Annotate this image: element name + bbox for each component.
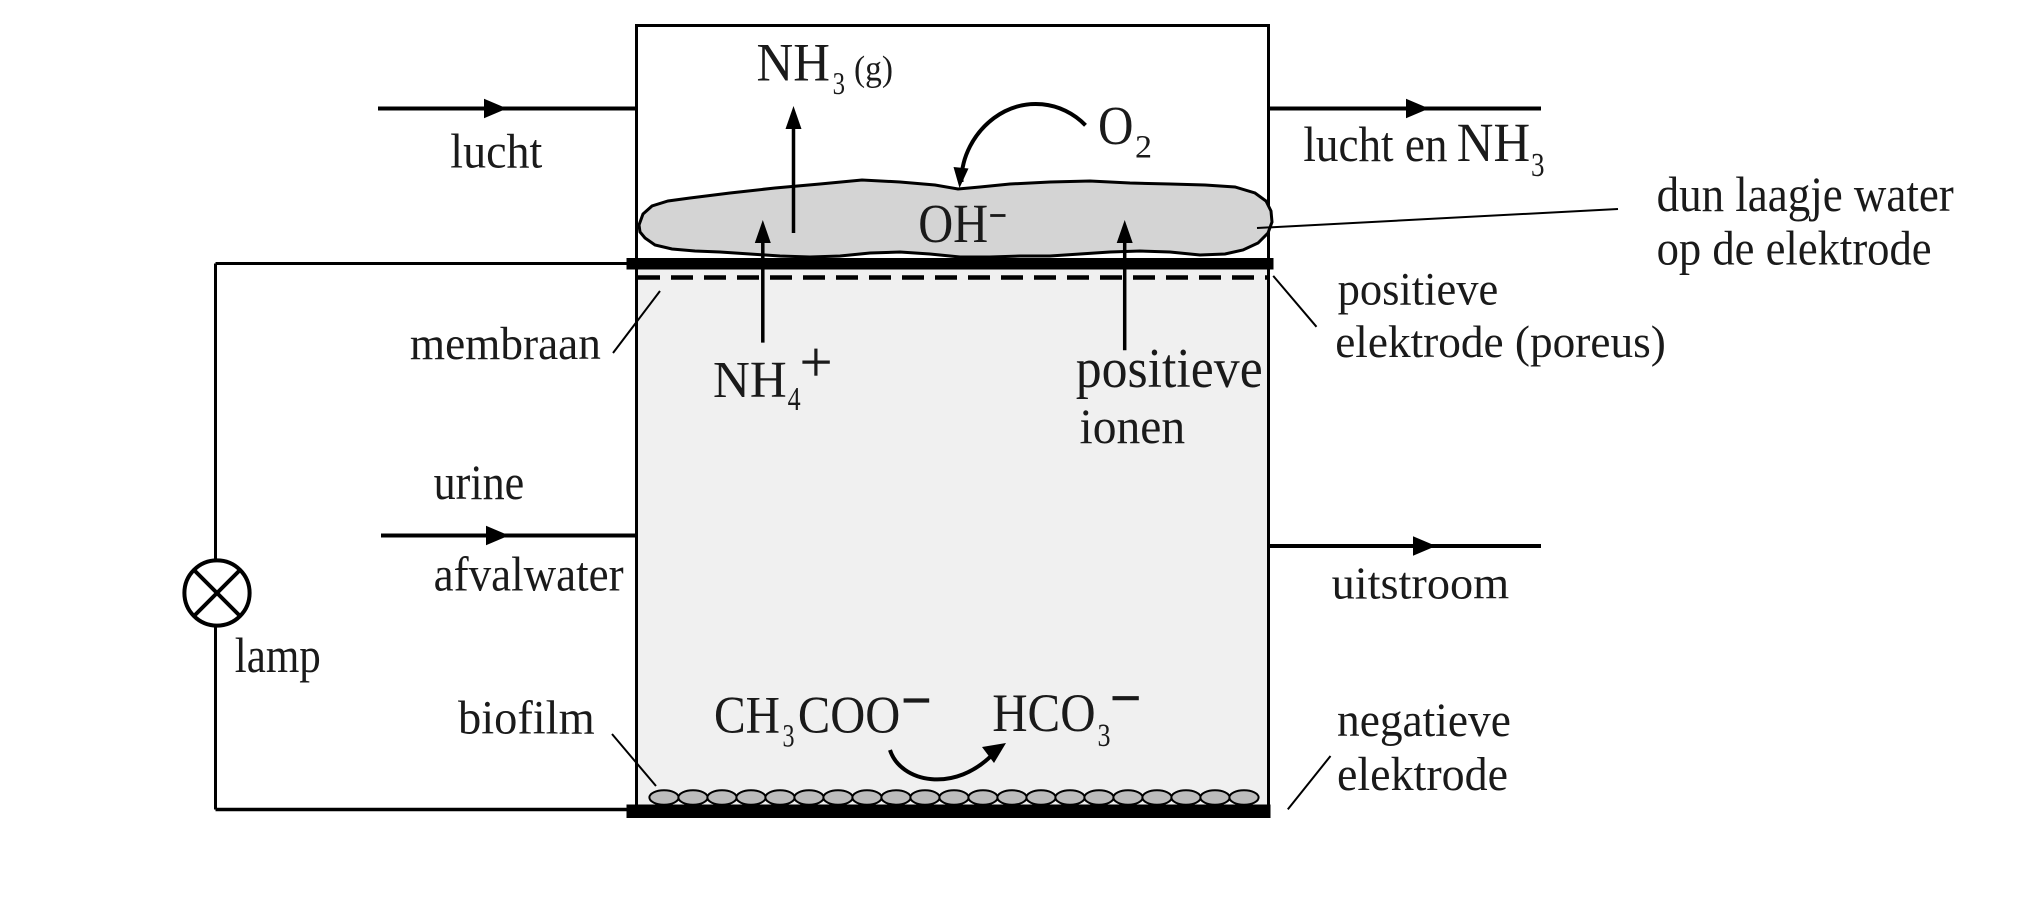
svg-text:biofilm: biofilm	[458, 691, 595, 744]
svg-text:elektrode: elektrode	[1337, 748, 1508, 801]
svg-text:lucht: lucht	[450, 124, 542, 179]
svg-text:(g): (g)	[854, 48, 893, 88]
svg-text:3: 3	[1531, 147, 1545, 184]
svg-text:NH: NH	[757, 32, 830, 92]
svg-text:HCO: HCO	[992, 683, 1095, 743]
svg-text:urine: urine	[434, 454, 525, 510]
svg-text:OH: OH	[918, 193, 988, 254]
svg-text:lucht en: lucht en	[1303, 116, 1447, 172]
svg-text:2: 2	[1135, 130, 1152, 166]
svg-text:negatieve: negatieve	[1337, 694, 1511, 747]
svg-text:COO: COO	[798, 687, 900, 745]
svg-text:CH: CH	[714, 687, 780, 745]
svg-text:dun laagje water: dun laagje water	[1657, 166, 1955, 222]
svg-text:ionen: ionen	[1080, 398, 1186, 454]
svg-text:3: 3	[1098, 718, 1111, 754]
svg-text:uitstroom: uitstroom	[1332, 557, 1510, 608]
svg-text:3: 3	[833, 65, 845, 101]
svg-text:NH: NH	[713, 352, 787, 409]
svg-text:elektrode (poreus): elektrode (poreus)	[1335, 316, 1666, 367]
svg-text:NH: NH	[1457, 112, 1530, 173]
svg-text:4: 4	[788, 381, 801, 418]
svg-text:positieve: positieve	[1076, 338, 1263, 400]
svg-text:O: O	[1098, 95, 1134, 156]
svg-text:positieve: positieve	[1338, 263, 1499, 315]
svg-text:afvalwater: afvalwater	[434, 547, 624, 602]
svg-text:lamp: lamp	[235, 627, 321, 683]
svg-text:membraan: membraan	[410, 318, 601, 370]
svg-text:3: 3	[783, 718, 795, 754]
svg-text:op de elektrode: op de elektrode	[1657, 220, 1932, 275]
